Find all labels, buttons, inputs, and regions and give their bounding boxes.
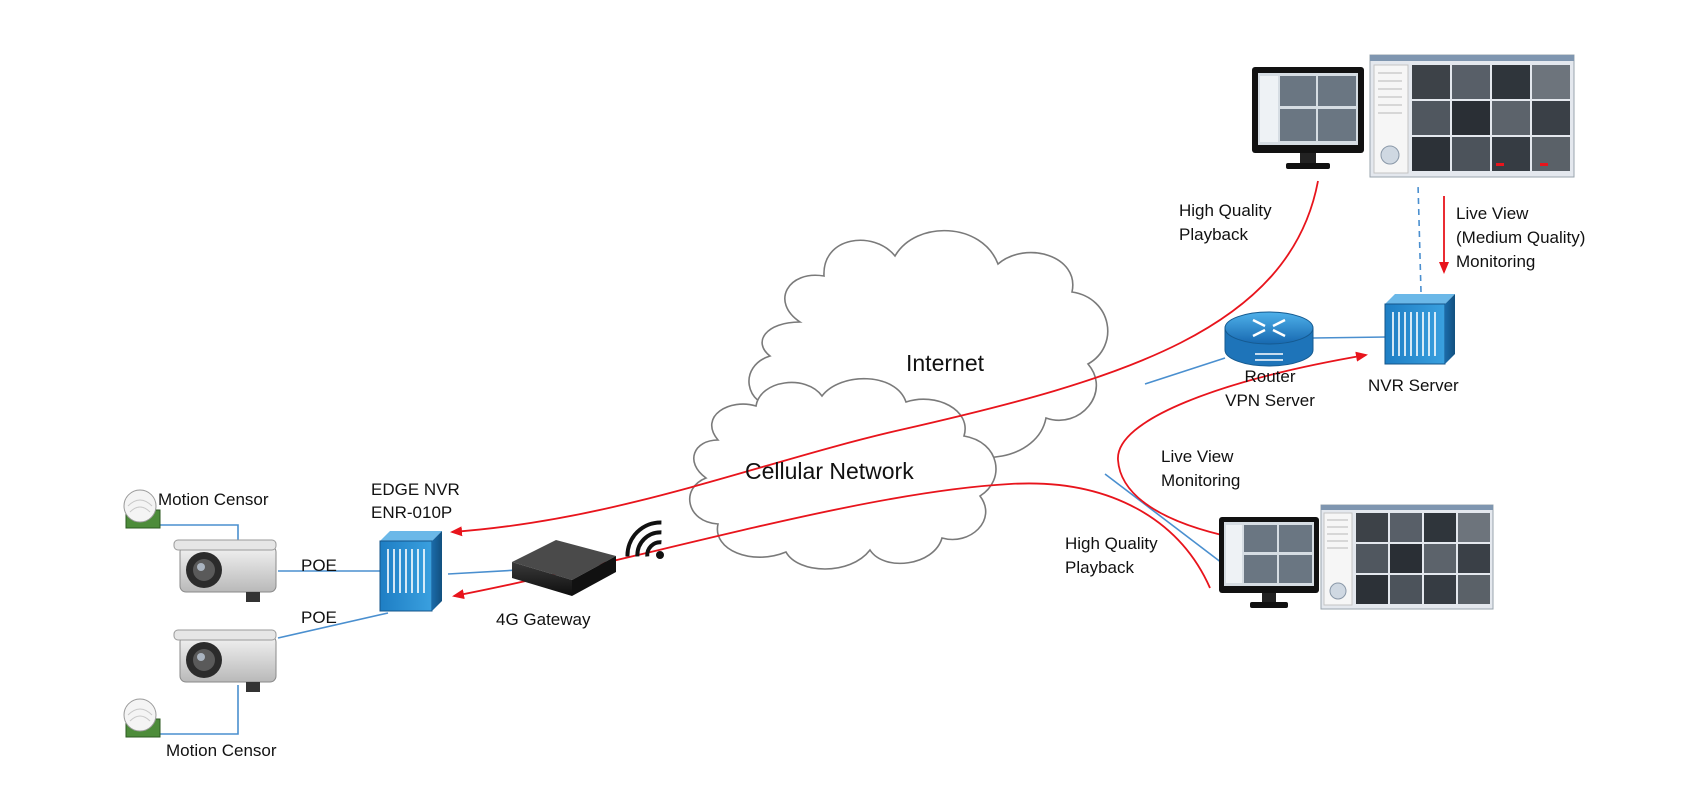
link-camera-bottom-nvr [277,612,389,639]
link-nvr-server-monitor-top [1417,183,1422,293]
router-icon [1224,311,1314,367]
poe-top-label: POE [301,556,337,575]
motion-sensor-top-icon [123,489,161,529]
ip-camera-bottom-icon [173,629,277,692]
4g-gateway-label: 4G Gateway [496,610,591,629]
monitor-bottom-icon [1219,517,1319,608]
link-sensor-bottom-camera-bottom [158,685,239,735]
edge-nvr-label-line2: ENR-010P [371,503,453,522]
motion-sensor-top-label: Motion Censor [158,490,269,509]
nvr-server-icon [1384,294,1455,365]
hq-playback-bottom-label-line2: Playback [1065,558,1134,577]
live-view-label-line1: Live View [1161,447,1234,466]
hq-playback-top-label-line1: High Quality [1179,201,1272,220]
live-view-medium-label-line1: Live View [1456,204,1529,223]
flow-hq-playback-top [450,180,1319,537]
ip-camera-top-icon [173,539,277,602]
4g-gateway-icon [512,540,616,596]
link-internet-router [1144,357,1226,385]
wireless-signal-icon [625,520,664,559]
live-view-label-line2: Monitoring [1161,471,1241,490]
cellular-network-label: Cellular Network [745,458,914,484]
hq-playback-top-label-line2: Playback [1179,225,1248,244]
network-links [158,183,1422,735]
hq-playback-bottom-label-line1: High Quality [1065,534,1158,553]
vms-screenshot-top [1369,54,1575,178]
link-router-nvr-server [1312,336,1388,339]
link-sensor-top-camera-top [158,524,239,546]
internet-label: Internet [906,350,984,376]
link-cloud-monitor-bottom [1104,473,1223,564]
flow-live-view-monitoring [1117,351,1368,539]
link-nvr-gateway [447,569,519,575]
motion-sensor-bottom-label: Motion Censor [166,741,277,760]
edge-nvr-icon [379,531,442,612]
poe-bottom-label: POE [301,608,337,627]
motion-sensor-bottom-icon [123,698,161,738]
router-label-line2: VPN Server [1225,391,1315,410]
live-view-medium-label-line3: Monitoring [1456,252,1536,271]
vms-screenshot-bottom [1320,504,1494,610]
edge-nvr-label-line1: EDGE NVR [371,480,460,499]
monitor-top-icon [1252,67,1364,169]
router-label-line1: Router [1244,367,1296,386]
nvr-server-label: NVR Server [1368,376,1459,395]
live-view-medium-label-line2: (Medium Quality) [1456,228,1586,247]
